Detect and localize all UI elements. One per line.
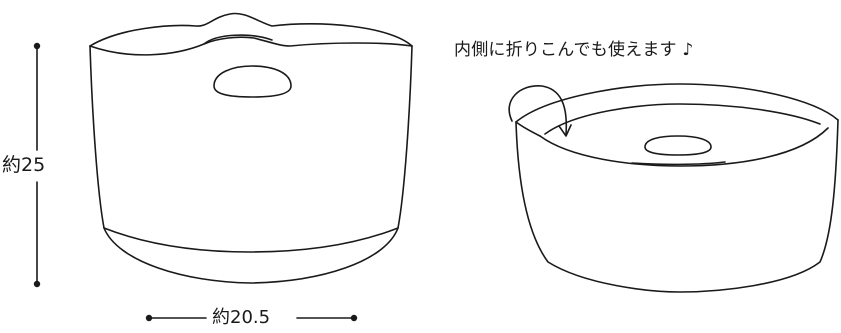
width-left-dot <box>145 314 153 322</box>
folded-basket <box>508 83 839 293</box>
folded-basket-outer-rim <box>515 83 839 123</box>
tall-basket-body <box>89 45 413 284</box>
tall-basket-fold-crease <box>103 227 399 253</box>
tall-basket <box>89 12 413 284</box>
tall-basket-handle-hole <box>213 65 292 98</box>
folded-basket-body <box>515 119 839 293</box>
width-dimension-label: 約20.5 <box>212 307 271 328</box>
folded-basket-inner-lip <box>539 127 829 167</box>
folded-basket-base-line <box>631 161 726 166</box>
height-bottom-dot <box>33 280 41 288</box>
fold-caption: 内側に折りこんでも使えます ♪ <box>454 40 694 60</box>
tall-basket-back-rim <box>89 12 413 47</box>
folded-basket-inner-rim <box>544 103 821 135</box>
height-dimension-label: 約25 <box>2 154 46 176</box>
tall-basket-handle-tab <box>203 34 273 45</box>
width-right-dot <box>350 314 358 322</box>
folded-basket-crease <box>515 121 541 137</box>
height-top-dot <box>33 42 41 50</box>
height-dimension <box>33 42 41 288</box>
width-dimension <box>145 314 358 322</box>
curved-arrow-icon <box>508 85 572 137</box>
folded-basket-handle-hole <box>644 135 712 156</box>
tall-basket-front-rim <box>89 36 413 56</box>
